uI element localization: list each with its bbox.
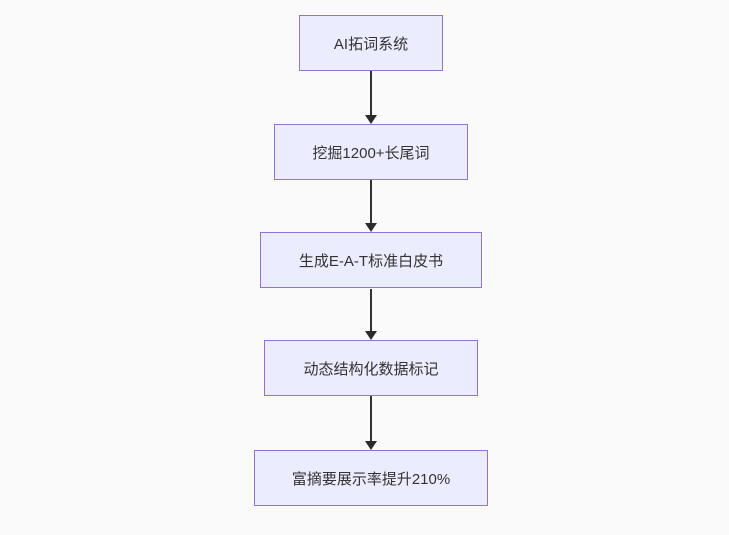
flow-arrow-line [370,180,372,223]
flow-node-eat-whitepaper: 生成E-A-T标准白皮书 [260,232,482,288]
arrow-down-icon [365,441,377,450]
flow-node-label: 生成E-A-T标准白皮书 [298,252,444,270]
flow-node-structured-data: 动态结构化数据标记 [264,340,478,396]
flow-node-rich-snippet-result: 富摘要展示率提升210% [254,450,488,506]
flow-arrow-line [370,396,372,441]
flow-arrow-line [370,289,372,331]
flow-arrow-line [370,71,372,115]
arrow-down-icon [365,115,377,124]
flow-node-longtail-words: 挖掘1200+长尾词 [274,124,468,180]
flow-node-label: AI拓词系统 [333,35,409,53]
arrow-down-icon [365,331,377,340]
flow-node-label: 动态结构化数据标记 [303,360,439,378]
flow-node-ai-system: AI拓词系统 [299,15,443,71]
flow-node-label: 挖掘1200+长尾词 [312,144,430,162]
flow-node-label: 富摘要展示率提升210% [291,470,451,488]
arrow-down-icon [365,223,377,232]
